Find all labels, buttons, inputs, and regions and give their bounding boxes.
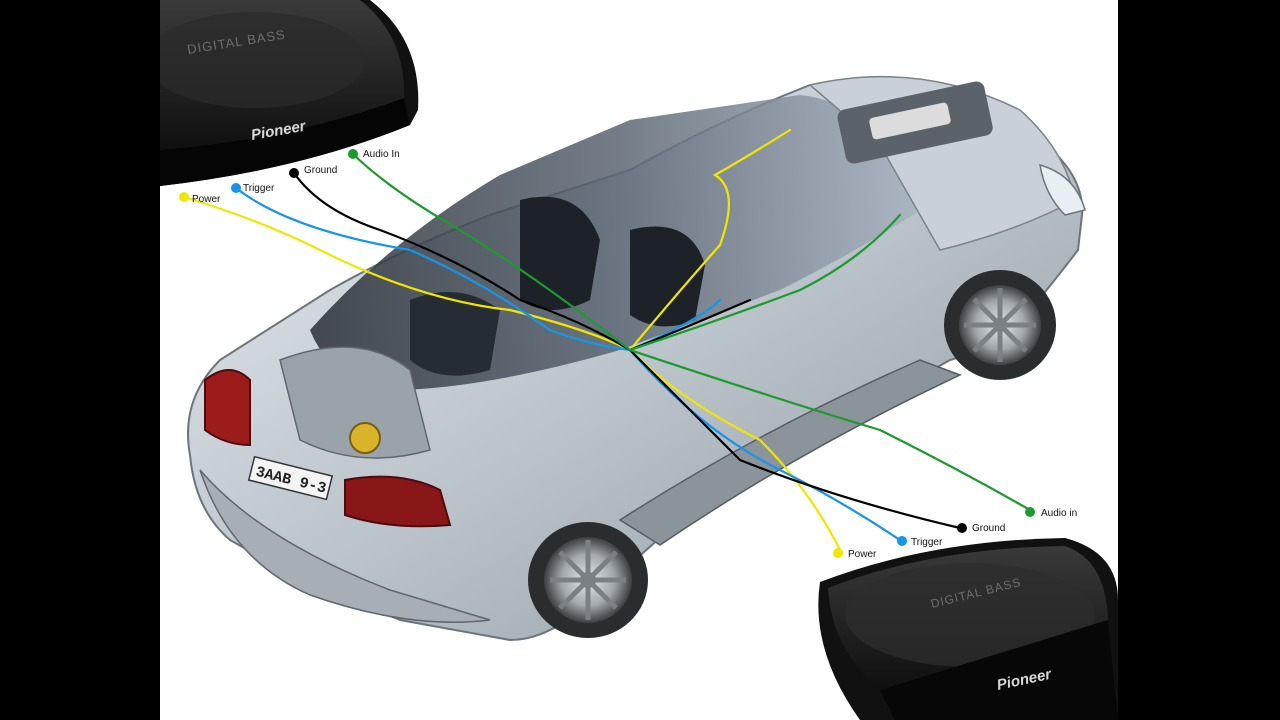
bottom-trigger-label: Trigger [911, 537, 943, 548]
power-dot [833, 548, 843, 558]
trigger-wire [234, 186, 902, 542]
audio-wire [351, 152, 1032, 512]
trigger-dot [231, 183, 241, 193]
diagram-canvas: DIGITAL BASS Pioneer DIGITAL BASS Pionee… [160, 0, 1118, 720]
top-power-label: Power [192, 194, 221, 205]
rear-wheel [528, 522, 648, 638]
bottom-unit-connection-labels: Audio in Ground Trigger Power [833, 507, 1077, 560]
top-unit-connection-labels: Audio In Ground Trigger Power [179, 149, 400, 205]
audio-in-dot [348, 149, 358, 159]
bottom-power-label: Power [848, 549, 877, 560]
subwoofer-unit-bottom: DIGITAL BASS Pioneer [818, 538, 1118, 720]
bottom-ground-label: Ground [972, 523, 1005, 534]
right-letterbox [1118, 0, 1280, 720]
left-letterbox [0, 0, 160, 720]
wiring-diagram: DIGITAL BASS Pioneer DIGITAL BASS Pionee… [160, 0, 1118, 720]
car-cutaway-illustration: 3AAB 9-3 [187, 75, 1086, 642]
wiring-routes [182, 128, 1032, 552]
front-wheel [944, 270, 1056, 380]
ground-dot [957, 523, 967, 533]
subwoofer-unit-top: DIGITAL BASS Pioneer [160, 0, 419, 186]
top-trigger-label: Trigger [243, 183, 275, 194]
audio-in-dot [1025, 507, 1035, 517]
ground-dot [289, 168, 299, 178]
top-audio-in-label: Audio In [363, 149, 400, 160]
top-ground-label: Ground [304, 165, 337, 176]
ground-wire [292, 171, 962, 530]
power-dot [179, 192, 189, 202]
bottom-audio-in-label: Audio in [1041, 508, 1077, 519]
trigger-dot [897, 536, 907, 546]
power-wire [182, 128, 842, 552]
